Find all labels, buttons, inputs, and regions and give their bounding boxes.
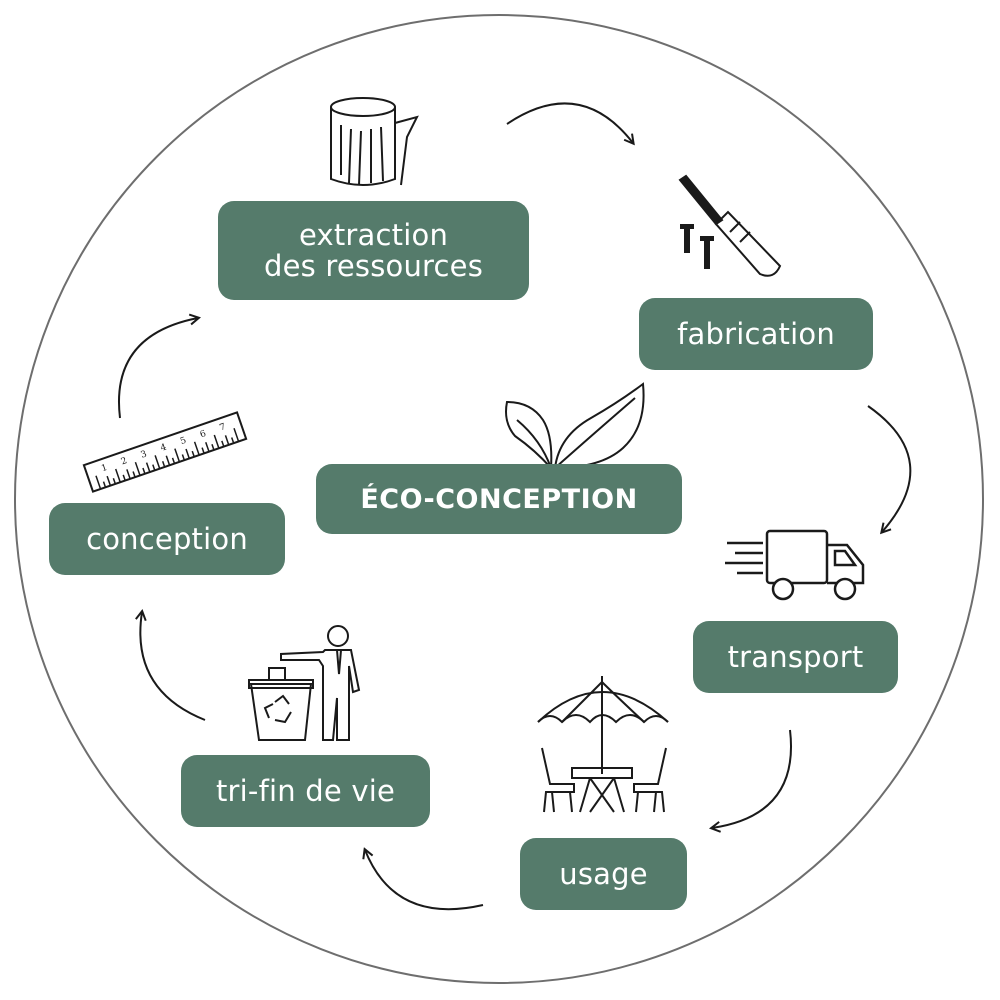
stage-tri-label: tri-fin de vie xyxy=(215,773,395,808)
ruler-mark-4: 4 xyxy=(159,442,168,453)
ruler-mark-6: 6 xyxy=(199,429,208,440)
delivery-truck-icon xyxy=(725,527,870,605)
arrow-fabrication-to-transport xyxy=(868,406,910,532)
center-label: ÉCO-CONCEPTION xyxy=(360,483,638,515)
arrow-transport-to-usage xyxy=(712,730,791,828)
ruler-mark-1: 1 xyxy=(100,463,109,474)
stage-extraction-label-line2: des ressources xyxy=(263,248,484,283)
recycling-bin-person-icon xyxy=(245,618,375,748)
leaves-icon xyxy=(495,380,655,470)
stage-tri-box: tri-fin de vie xyxy=(181,755,430,827)
center-eco-conception-box: ÉCO-CONCEPTION xyxy=(316,464,682,534)
screwdriver-icon xyxy=(670,172,785,282)
ruler-mark-5: 5 xyxy=(179,436,188,447)
stage-transport-box: transport xyxy=(693,621,898,693)
stage-extraction-box: extraction des ressources xyxy=(218,201,529,300)
arrow-tri-to-conception xyxy=(140,612,205,720)
stage-fabrication-label: fabrication xyxy=(677,316,835,351)
wood-log-icon xyxy=(325,95,420,190)
arrow-conception-to-extraction xyxy=(119,318,198,418)
stage-conception-box: conception xyxy=(49,503,285,575)
arrow-usage-to-tri xyxy=(365,850,483,909)
stage-extraction-label-line1: extraction xyxy=(298,217,449,252)
cycle-circle xyxy=(14,14,984,984)
stage-usage-box: usage xyxy=(520,838,687,910)
ruler-mark-3: 3 xyxy=(140,449,149,460)
stage-fabrication-box: fabrication xyxy=(639,298,873,370)
stage-conception-label: conception xyxy=(86,521,248,556)
ruler-mark-2: 2 xyxy=(120,456,129,467)
arrow-extraction-to-fabrication xyxy=(507,103,633,143)
ruler-mark-7: 7 xyxy=(219,422,228,433)
stage-usage-label: usage xyxy=(559,856,648,891)
stage-transport-label: transport xyxy=(727,639,864,674)
patio-table-umbrella-icon xyxy=(532,672,677,817)
